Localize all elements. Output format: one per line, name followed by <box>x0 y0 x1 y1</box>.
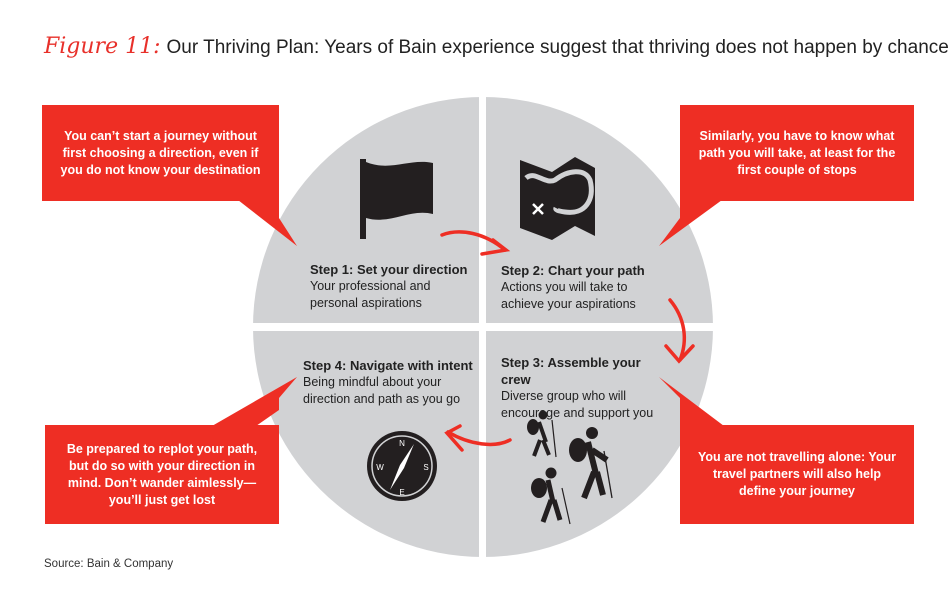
callout-top-right: Similarly, you have to know what path yo… <box>698 128 896 177</box>
figure-label: Figure 11: <box>44 34 161 59</box>
callout-pointer <box>659 377 724 426</box>
step-title: Step 1: Set your direction <box>310 262 468 277</box>
callout-bottom-left: Be prepared to replot your path, but do … <box>66 441 258 507</box>
callout-top-left: You can’t start a journey without first … <box>60 128 261 177</box>
hikers-icon <box>527 410 613 525</box>
compass-e: E <box>399 488 404 497</box>
callout-bottom-right-box <box>680 425 914 524</box>
callout-bottom-left-box <box>45 425 279 524</box>
flow-arrows <box>440 230 695 452</box>
step-title: Step 4: Navigate with intent <box>303 358 473 373</box>
step-desc: Being mindful about your direction and p… <box>303 375 461 406</box>
figure-title-text: Our Thriving Plan: Years of Bain experie… <box>166 37 949 58</box>
map-icon <box>520 157 595 240</box>
compass-n: N <box>399 439 405 448</box>
arrow-step2-to-step3 <box>668 298 687 362</box>
figure-title: Figure 11:Our Thriving Plan: Years of Ba… <box>44 34 949 59</box>
callout-top-right-box <box>680 105 914 201</box>
compass-icon: N W S E <box>367 431 437 501</box>
compass-s: S <box>423 463 428 472</box>
source-note: Source: Bain & Company <box>44 558 174 570</box>
callout-pointer <box>659 200 722 246</box>
step-desc: Your professional and personal aspiratio… <box>310 279 431 310</box>
step-title: Step 3: Assemble your crew <box>501 355 641 387</box>
step-desc: Actions you will take to achieve your as… <box>501 280 636 311</box>
callout-bottom-right: You are not travelling alone: Your trave… <box>698 450 896 498</box>
flag-icon <box>360 159 433 239</box>
step-title: Step 2: Chart your path <box>501 263 645 278</box>
step-desc: Diverse group who will encourage and sup… <box>501 389 654 420</box>
callout-pointer <box>212 377 297 426</box>
callout-pointer <box>238 200 297 246</box>
compass-w: W <box>376 463 384 472</box>
arrow-step3-to-step4 <box>446 430 512 447</box>
callout-top-left-box <box>42 105 279 201</box>
